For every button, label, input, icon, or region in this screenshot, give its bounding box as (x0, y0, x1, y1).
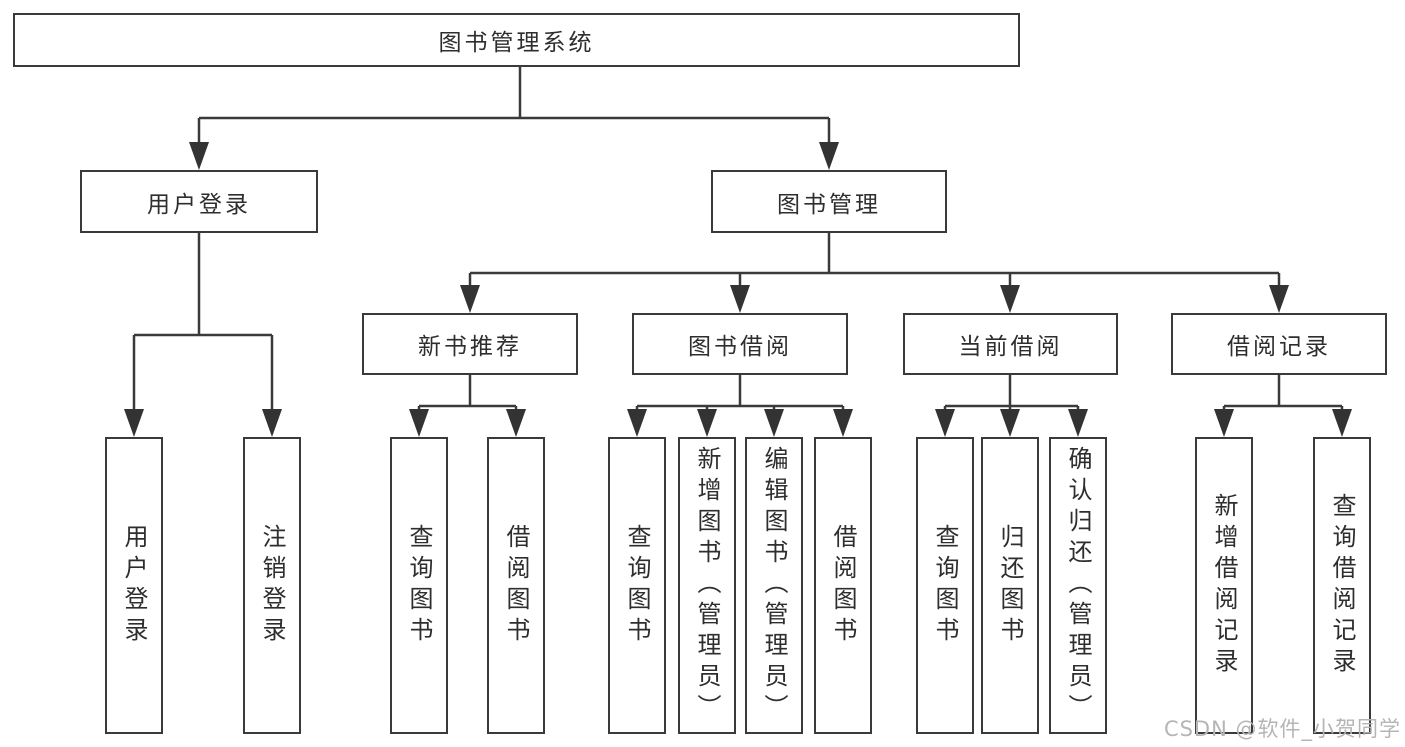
node-user-login: 用户登录 (80, 170, 318, 233)
leaf-records-add-record: 新增借阅记录 (1195, 437, 1253, 734)
leaf-borrow-query-books-label: 查询图书 (623, 523, 651, 648)
leaf-borrow-edit-books-admin: 编辑图书（管理员） (745, 437, 803, 734)
leaf-borrow-add-books-admin-label: 新增图书（管理员） (693, 446, 721, 725)
node-book-management-label: 图书管理 (777, 191, 881, 218)
leaf-recommend-borrow-books-label: 借阅图书 (502, 523, 530, 648)
node-new-book-recommendation-label: 新书推荐 (418, 334, 522, 360)
leaf-current-query-books: 查询图书 (916, 437, 974, 734)
leaf-user-login-label: 用户登录 (120, 523, 148, 648)
node-root: 图书管理系统 (13, 13, 1020, 67)
leaf-recommend-borrow-books: 借阅图书 (487, 437, 545, 734)
arrowheads (124, 142, 1352, 437)
node-current-borrowing-label: 当前借阅 (958, 334, 1063, 360)
leaf-current-confirm-return-admin: 确认归还（管理员） (1049, 437, 1107, 734)
node-current-borrowing: 当前借阅 (903, 313, 1118, 375)
node-borrowing-records-label: 借阅记录 (1227, 334, 1331, 360)
leaf-borrow-query-books: 查询图书 (608, 437, 666, 734)
leaf-current-return-books-label: 归还图书 (996, 523, 1024, 648)
leaf-borrow-borrow-books: 借阅图书 (814, 437, 872, 734)
leaf-borrow-add-books-admin: 新增图书（管理员） (678, 437, 736, 734)
leaf-recommend-query-books-label: 查询图书 (405, 523, 433, 648)
leaf-records-add-record-label: 新增借阅记录 (1210, 492, 1238, 679)
leaf-current-confirm-return-admin-label: 确认归还（管理员） (1064, 446, 1092, 725)
leaf-borrow-borrow-books-label: 借阅图书 (829, 523, 857, 648)
node-new-book-recommendation: 新书推荐 (362, 313, 578, 375)
leaf-borrow-edit-books-admin-label: 编辑图书（管理员） (760, 446, 788, 725)
node-user-login-label: 用户登录 (147, 191, 251, 218)
leaf-recommend-query-books: 查询图书 (390, 437, 448, 734)
csdn-watermark: CSDN @软件_小贺同学 (1163, 717, 1401, 741)
leaf-logout-label: 注销登录 (258, 523, 286, 648)
node-book-borrowing: 图书借阅 (632, 313, 848, 375)
node-borrowing-records: 借阅记录 (1171, 313, 1387, 375)
node-book-borrowing-label: 图书借阅 (688, 334, 792, 360)
leaf-current-query-books-label: 查询图书 (931, 523, 959, 648)
leaf-records-query-record-label: 查询借阅记录 (1328, 492, 1356, 679)
node-root-label: 图书管理系统 (438, 30, 595, 56)
node-book-management: 图书管理 (711, 170, 947, 233)
leaf-current-return-books: 归还图书 (981, 437, 1039, 734)
leaf-user-login: 用户登录 (105, 437, 163, 734)
leaf-logout: 注销登录 (243, 437, 301, 734)
leaf-records-query-record: 查询借阅记录 (1313, 437, 1371, 734)
